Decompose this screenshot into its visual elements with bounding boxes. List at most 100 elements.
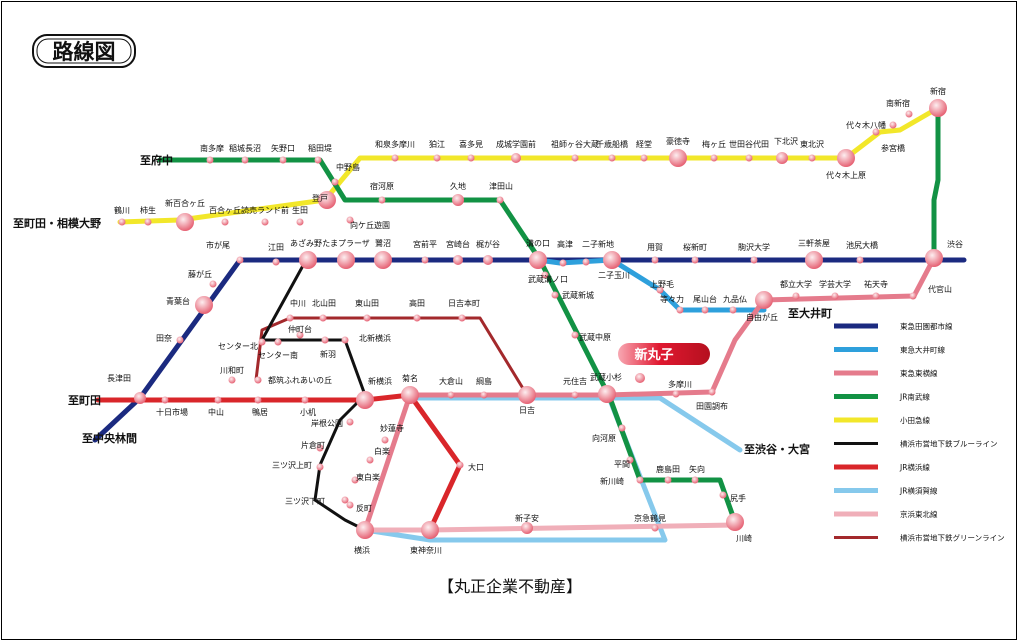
station-label-miyazakidai: 宮崎台 <box>446 239 470 249</box>
station-dot-yomiuri <box>261 218 269 226</box>
station-label-shinjuku: 新宿 <box>930 86 946 96</box>
station-dot-ichigao <box>236 256 244 264</box>
station-label-mizonokuchi: 溝の口 <box>526 238 550 248</box>
dest-chuorinkan: 至中央林間 <box>82 431 137 445</box>
station-label-yokohama: 横浜 <box>354 545 370 555</box>
station-dot-kikuna <box>401 386 419 404</box>
station-label-aobadai: 青葉台 <box>166 296 190 306</box>
station-label-okurayama: 大倉山 <box>439 376 463 386</box>
station-label-nakamachidai: 仲町台 <box>288 324 312 334</box>
station-dot-yako <box>691 476 699 484</box>
station-label-setagayadaita: 世田谷代田 <box>729 139 769 149</box>
station-dot-oguchi <box>456 461 464 469</box>
legend-label-6: JR横浜線 <box>899 462 930 472</box>
station-label-higashihakuraku: 東白楽 <box>356 472 380 482</box>
station-label-shinyurigaoka: 新百合ヶ丘 <box>165 198 205 208</box>
station-dot-hirama <box>626 456 634 464</box>
station-dot-yokohama <box>356 521 374 539</box>
legend-label-3: JR南武線 <box>899 392 930 402</box>
station-label-fujigaoka: 藤が丘 <box>188 269 212 279</box>
station-label-soshigaya: 祖師ヶ谷大蔵 <box>551 139 599 149</box>
station-dot-seijo <box>511 153 521 163</box>
station-dot-kitayamata <box>319 314 327 322</box>
station-label-kitashinyokohama: 北新横浜 <box>359 333 391 343</box>
station-dot-kitami <box>467 154 475 162</box>
station-dot-myorenji <box>381 436 389 444</box>
station-label-shinkoyasu: 新子安 <box>515 513 539 523</box>
station-label-tsurukawa: 鶴川 <box>114 205 130 215</box>
station-label-gakugei: 学芸大学 <box>819 279 851 289</box>
station-dot-centerminami <box>274 338 282 346</box>
station-dot-motosumiyoshi <box>571 391 579 399</box>
station-dot-inagi <box>241 156 249 164</box>
station-label-kuji: 久地 <box>450 181 466 191</box>
station-dot-musashinakahara <box>571 331 579 339</box>
station-label-tsudayama: 津田山 <box>489 181 513 191</box>
legend: 東急田園都市線東急大井町線東急東横線JR南武線小田急線横浜市営地下鉄ブルーライン… <box>834 321 1005 543</box>
station-label-kajigaya: 梶が谷 <box>476 239 500 249</box>
station-label-saginuma: 鷺沼 <box>375 238 391 248</box>
station-dot-izumitamagawa <box>391 154 399 162</box>
station-dot-jiyugaoka <box>755 291 773 309</box>
blue-line <box>260 260 367 532</box>
destinations: 至府中 至町田・相模大野 至大井町 至町田 至中央林間 至渋谷・大宮 <box>13 153 832 456</box>
station-dot-kyodo <box>640 154 648 162</box>
station-dot-hiyoshihoncho <box>458 314 466 322</box>
station-labels: 新宿南新宿代々木八幡参宮橋代々木上原東北沢下北沢世田谷代田梅ヶ丘豪徳寺経堂千歳船… <box>107 86 963 555</box>
station-label-yoyogiuehara: 代々木上原 <box>826 170 866 180</box>
station-label-komae: 狛江 <box>429 139 445 149</box>
station-label-kozukue: 小机 <box>300 407 316 417</box>
highlight-station: 新丸子 <box>634 347 673 363</box>
dest-shibuya-omiya: 至渋谷・大宮 <box>744 442 810 456</box>
station-label-mitsuzawashimo: 三ツ沢下町 <box>285 497 325 506</box>
station-dot-higashihakuraku <box>351 476 359 484</box>
station-label-sakurashinmachi: 桜新町 <box>683 242 707 252</box>
station-dot-minamishinjuku <box>905 110 913 118</box>
station-label-mukogaoka: 向ケ丘遊園 <box>350 220 390 230</box>
station-label-shinkawasaki: 新川崎 <box>600 476 624 486</box>
station-dot-kaminoge <box>656 286 664 294</box>
station-dot-mukaigawara <box>618 424 626 432</box>
station-dot-kashimada <box>664 476 672 484</box>
station-dot-shinkoyasu <box>521 522 533 534</box>
station-label-yako: 矢向 <box>689 464 705 474</box>
station-dot-tamaplaza <box>337 251 355 269</box>
station-label-kawasaki: 川崎 <box>736 533 752 543</box>
station-dot-okurayama <box>447 391 455 399</box>
station-label-jiyugaoka: 自由が丘 <box>746 312 778 322</box>
station-dot-oyamadai <box>701 306 709 314</box>
station-label-noborito: 登戸 <box>312 193 328 203</box>
stations <box>118 99 947 539</box>
station-label-gotokuji: 豪徳寺 <box>666 136 690 146</box>
station-label-azamino: あざみ野 <box>290 238 322 248</box>
station-label-ichigao: 市が尾 <box>206 240 230 250</box>
station-dot-tsuzuki <box>254 376 262 384</box>
station-label-kawawacho: 川和町 <box>220 366 244 375</box>
station-dot-shinkawasaki <box>636 476 644 484</box>
station-label-musashimizonokuchi: 武蔵溝ノ口 <box>528 274 568 284</box>
station-label-eda: 江田 <box>268 243 284 252</box>
station-label-hiyoshihoncho: 日吉本町 <box>448 298 480 308</box>
station-dot-komae <box>433 154 441 162</box>
station-label-shitte: 尻手 <box>730 493 746 503</box>
station-dot-musashikosugi <box>598 385 616 403</box>
station-dot-kawasaki <box>726 513 744 531</box>
station-label-kitami: 喜多見 <box>459 139 483 149</box>
station-label-todoroki: 等々力 <box>660 294 684 304</box>
station-dot-minamitama <box>206 156 214 164</box>
station-dot-toritsudaigaku <box>792 292 800 300</box>
station-label-ikejiri: 池尻大橋 <box>846 240 878 250</box>
station-label-tsunashima: 綱島 <box>476 376 492 386</box>
station-dot-mukogaoka <box>346 216 354 224</box>
highlight-badge: 新丸子 <box>618 343 710 383</box>
station-dot-hiyoshi <box>518 386 536 404</box>
station-label-higashiyamata: 東山田 <box>355 298 379 308</box>
station-dot-gotokuji <box>669 149 687 167</box>
station-dot-tsudayama <box>496 196 504 204</box>
station-dot-mizonokuchi <box>529 251 547 269</box>
station-dot-katakuracho <box>316 444 324 452</box>
station-label-minamitama: 南多摩 <box>200 143 224 153</box>
station-label-denenchofu: 田園調布 <box>696 401 728 411</box>
